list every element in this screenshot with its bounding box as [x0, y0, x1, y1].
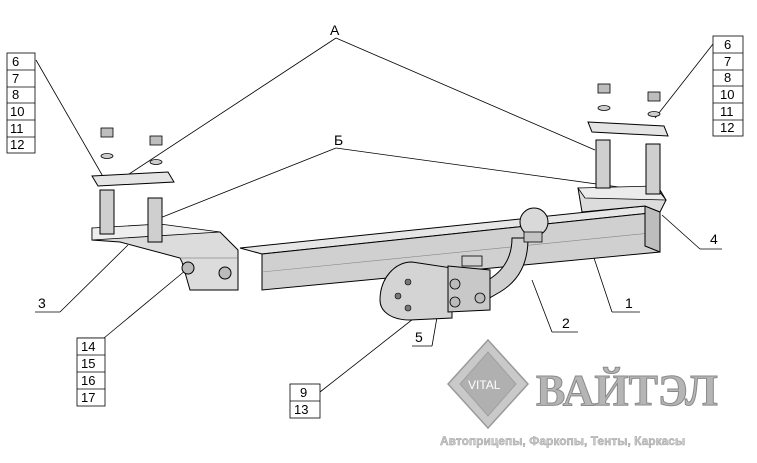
bottom-part-stack: 9 13 [289, 383, 321, 419]
right-stack-10: 10 [720, 87, 734, 102]
callout-part-4: 4 [710, 231, 718, 247]
callout-part-2: 2 [562, 315, 570, 331]
callout-part-5: 5 [415, 329, 423, 345]
callout-group-a: А [330, 22, 340, 38]
left-stack-8: 8 [12, 87, 19, 102]
left-stack-10: 10 [10, 104, 24, 119]
right-part-stack: 6 7 8 10 11 12 [712, 35, 744, 137]
right-stack-8: 8 [724, 70, 731, 85]
logo-text: VITAL [468, 378, 501, 392]
leader-lines [35, 37, 722, 393]
left-stack-12: 12 [10, 137, 24, 152]
left-bracket [91, 127, 239, 291]
callout-group-b: Б [334, 132, 343, 148]
left-part-stack: 6 7 8 10 11 12 [6, 52, 36, 154]
socket-plate [379, 255, 491, 321]
right-stack-12: 12 [720, 120, 734, 135]
right-bracket [577, 83, 669, 213]
left-stack-7: 7 [12, 71, 19, 86]
vital-logo: VITAL [446, 338, 530, 430]
callout-part-1: 1 [625, 295, 633, 311]
bottom-left-part-stack: 14 15 16 17 [76, 337, 106, 407]
bottom-left-stack-15: 15 [81, 356, 95, 371]
bottom-left-stack-14: 14 [81, 339, 95, 354]
brand-tagline: Автоприцепы, Фаркопы, Тенты, Каркасы [440, 434, 685, 448]
bottom-stack-9: 9 [300, 385, 307, 400]
left-stack-11: 11 [10, 121, 24, 136]
right-stack-7: 7 [724, 54, 731, 69]
left-stack-6: 6 [12, 54, 19, 69]
right-stack-11: 11 [720, 104, 734, 119]
brand-name: ВАЙТЭЛ [536, 366, 718, 415]
bottom-stack-13: 13 [294, 402, 308, 417]
bottom-left-stack-16: 16 [81, 373, 95, 388]
crossbar [239, 205, 661, 291]
bottom-left-stack-17: 17 [81, 390, 95, 405]
callout-part-3: 3 [38, 295, 46, 311]
right-stack-6: 6 [724, 37, 731, 52]
